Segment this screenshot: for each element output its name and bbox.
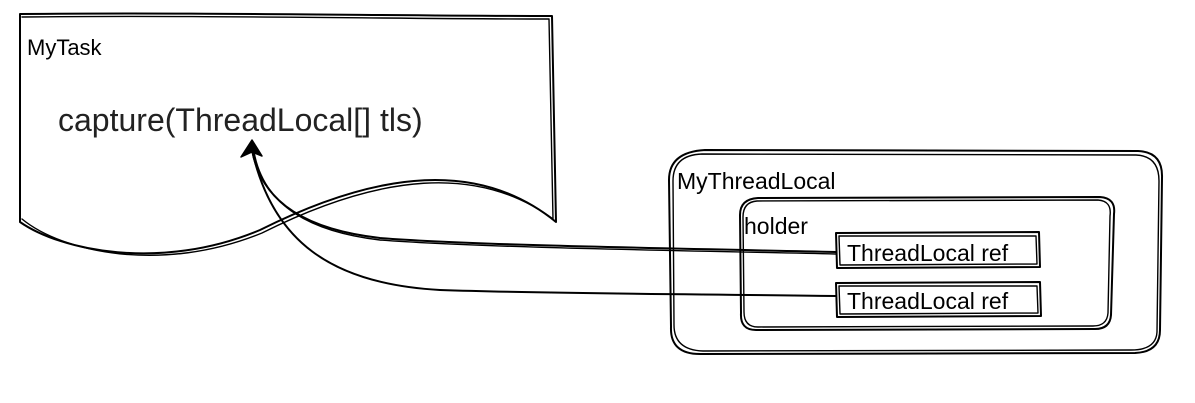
- threadlocal-ref-label-1: ThreadLocal ref: [847, 240, 1009, 266]
- mythreadlocal-container: [668, 149, 1164, 355]
- mytask-document: [19, 12, 557, 256]
- threadlocal-ref-box-2: [835, 281, 1042, 318]
- holder-label: holder: [744, 213, 808, 239]
- arrowhead-icon: [240, 139, 263, 158]
- ref-connector-2: [251, 149, 837, 297]
- mythreadlocal-title: MyThreadLocal: [677, 168, 836, 194]
- ref-connector-1: [251, 149, 837, 255]
- mytask-title: MyTask: [27, 35, 103, 60]
- holder-container: [739, 196, 1116, 331]
- threadlocal-ref-box-1: [835, 231, 1041, 269]
- capture-method-label: capture(ThreadLocal[] tls): [58, 102, 423, 138]
- threadlocal-ref-label-2: ThreadLocal ref: [847, 288, 1009, 314]
